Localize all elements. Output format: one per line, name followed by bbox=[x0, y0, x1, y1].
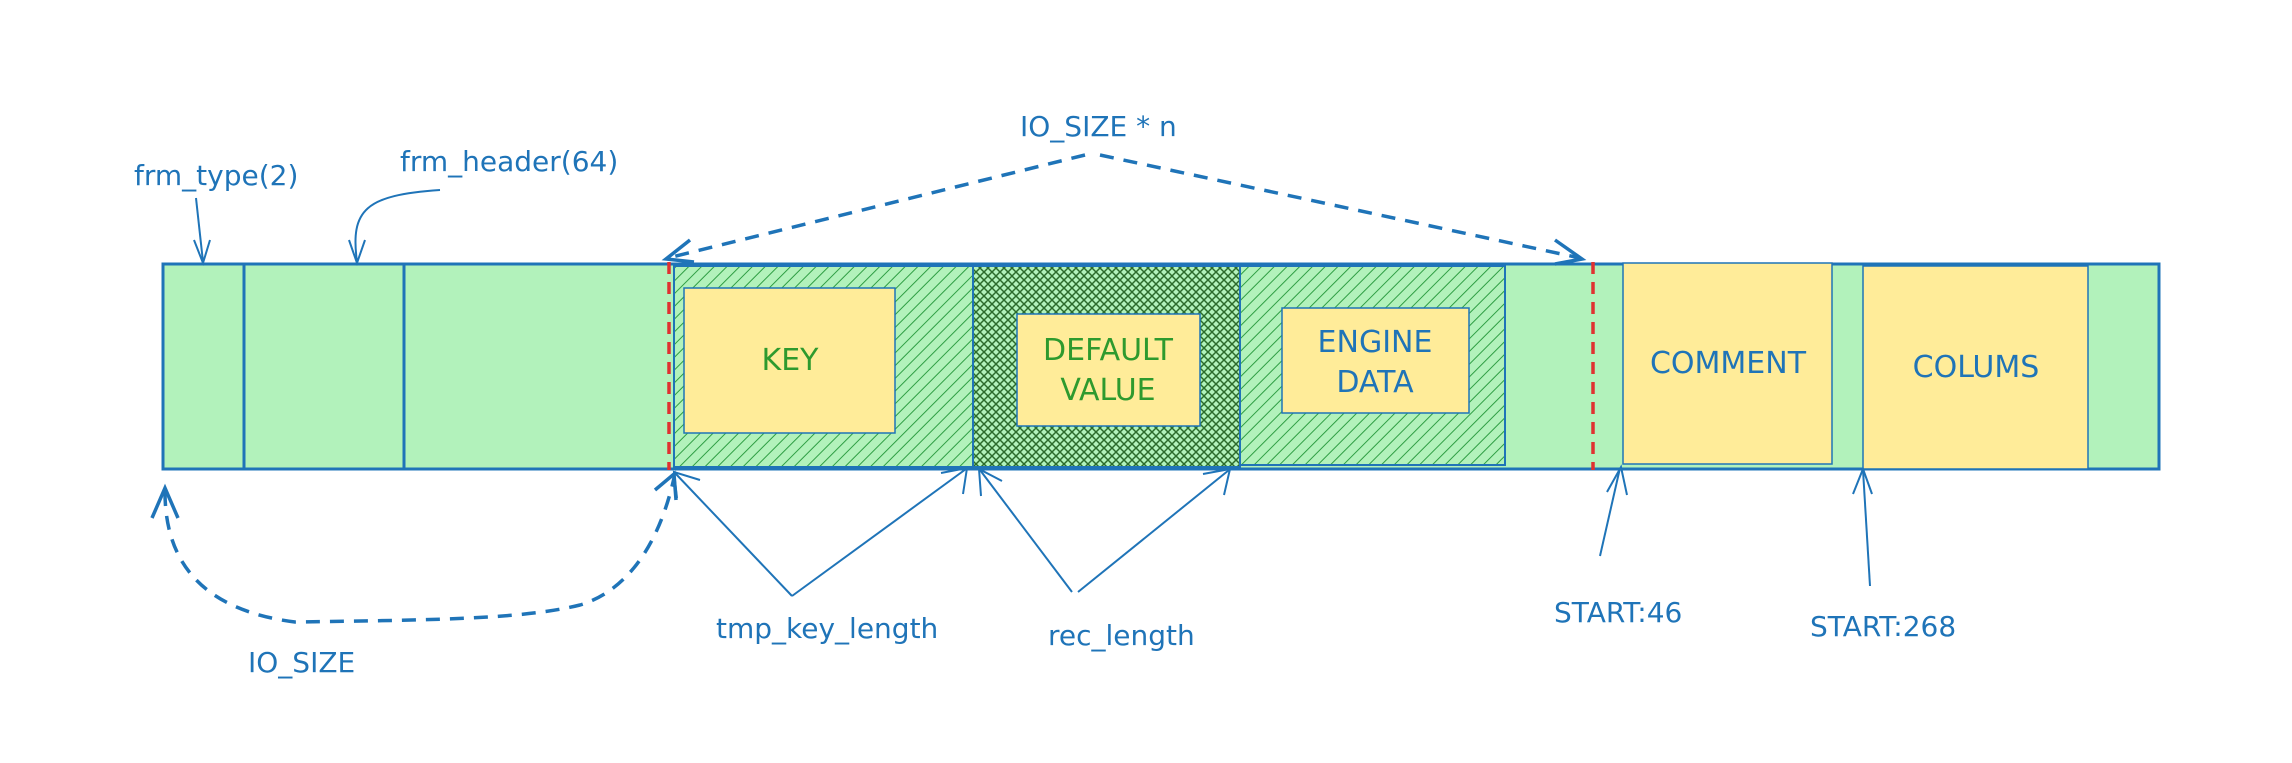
io-size-curve bbox=[163, 477, 676, 624]
io-size-n-label: IO_SIZE * n bbox=[1020, 110, 1177, 143]
key-box bbox=[683, 287, 896, 434]
frm-header-arrowhead bbox=[348, 239, 366, 267]
tmp-key-length-right-arrowhead bbox=[940, 466, 969, 495]
tmp-key-length-right-arrow bbox=[791, 468, 967, 597]
io-size-n-right-arrow bbox=[1099, 153, 1581, 260]
io-size-n-right-arrowhead bbox=[1553, 238, 1587, 266]
rec-length-left-arrow bbox=[979, 469, 1073, 593]
frm-type-arrowhead bbox=[193, 239, 211, 267]
start-268-label: START:268 bbox=[1810, 610, 1956, 643]
engine-data-label-line1: ENGINE bbox=[1318, 325, 1433, 360]
tmp-key-length-left-arrowhead bbox=[672, 470, 701, 499]
tmp-key-length-label: tmp_key_length bbox=[716, 612, 938, 645]
io-size-right-arrowhead bbox=[653, 470, 678, 501]
start-268-arrow bbox=[1862, 469, 1871, 587]
io-size-n-left-arrowhead bbox=[661, 238, 695, 264]
start-46-arrowhead bbox=[1606, 464, 1628, 496]
io-size-n-left-arrow bbox=[667, 153, 1086, 260]
start-46-arrow bbox=[1599, 467, 1621, 557]
frm-type-arrow bbox=[195, 197, 204, 263]
frm-header-label: frm_header(64) bbox=[400, 145, 618, 178]
io-size-left-arrowhead bbox=[150, 483, 180, 519]
comment-box bbox=[1622, 262, 1833, 465]
comment-label: COMMENT bbox=[1650, 346, 1807, 381]
colums-box bbox=[1862, 265, 2089, 470]
start-268-arrowhead bbox=[1852, 466, 1873, 495]
io-size-label: IO_SIZE bbox=[248, 646, 355, 679]
tmp-key-length-left-arrow bbox=[674, 472, 793, 597]
rec-length-label: rec_length bbox=[1048, 619, 1195, 652]
engine-data-box bbox=[1281, 307, 1470, 414]
rec-length-left-arrowhead bbox=[977, 467, 1003, 497]
colums-label: COLUMS bbox=[1913, 350, 2040, 385]
rec-length-right-arrowhead bbox=[1202, 467, 1232, 496]
engine-data-label-line2: DATA bbox=[1336, 365, 1414, 400]
frm-header-arrow bbox=[354, 189, 441, 263]
default-value-box bbox=[1016, 313, 1201, 427]
key-label: KEY bbox=[762, 343, 820, 378]
rec-length-right-arrow bbox=[1077, 469, 1230, 593]
default-value-label-line2: VALUE bbox=[1060, 373, 1155, 408]
frm-type-label: frm_type(2) bbox=[134, 159, 298, 192]
start-46-label: START:46 bbox=[1554, 596, 1682, 629]
default-value-label-line1: DEFAULT bbox=[1043, 333, 1174, 368]
